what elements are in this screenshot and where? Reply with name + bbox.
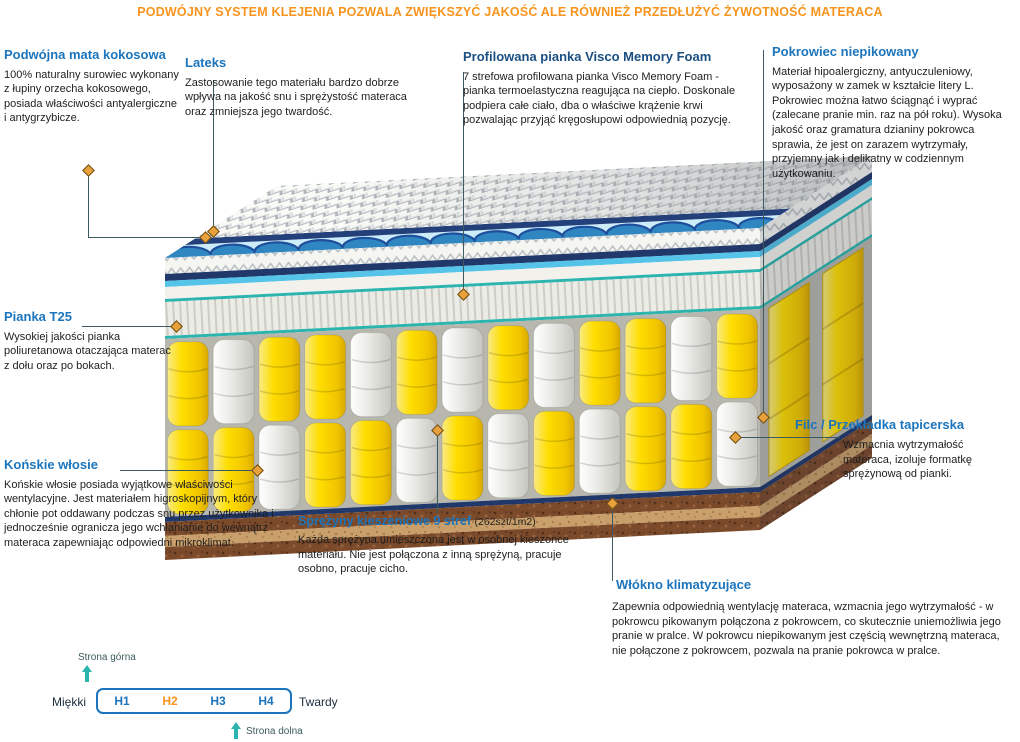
connector-line [612, 503, 613, 581]
annotation-sprezyny: Sprężyny kieszeniowe 9 stref (262szt/1m2… [298, 514, 598, 577]
lateks-title: Lateks [185, 55, 227, 70]
wlokno-title: Włókno klimatyzujące [616, 577, 752, 592]
scale-hard-label: Twardy [299, 695, 338, 709]
filc-title: Filc / Przekładka tapicerska [795, 417, 965, 432]
hardness-h4: H4 [258, 694, 274, 708]
annotation-lateks: Lateks Zastosowanie tego materiału bardz… [185, 55, 423, 119]
hardness-h1: H1 [114, 694, 130, 708]
pianka-t25-body: Wysokiej jakości pianka poliuretanowa ot… [4, 330, 171, 372]
hardness-scale: H1 H2 H3 H4 [96, 688, 292, 714]
hardness-h3: H3 [210, 694, 226, 708]
connector-line [120, 470, 256, 471]
connector-line [88, 170, 89, 237]
connector-line [763, 50, 764, 416]
pianka-t25-title: Pianka T25 [4, 309, 72, 324]
scale-bottom-side-label: Strona dolna [246, 726, 303, 737]
connector-line [88, 237, 206, 238]
diamond-marker-icon [82, 164, 95, 177]
annotation-coco: Podwójna mata kokosowa 100% naturalny su… [4, 47, 179, 126]
pokrowiec-title: Pokrowiec niepikowany [772, 44, 919, 59]
top-surface-layers [165, 156, 873, 258]
annotation-konskie: Końskie włosie Końskie włosie posiada wy… [4, 457, 294, 551]
top-banner: PODWÓJNY SYSTEM KLEJENIA POZWALA ZWIĘKSZ… [137, 5, 883, 19]
annotation-visco: Profilowana pianka Visco Memory Foam 7 s… [463, 49, 748, 128]
coco-title: Podwójna mata kokosowa [4, 47, 166, 62]
mattress-cutaway-graphic [165, 156, 873, 560]
coco-body: 100% naturalny surowiec wykonany z łupin… [4, 68, 179, 125]
hardness-h2: H2 [162, 694, 178, 708]
annotation-wlokno-body: Zapewnia odpowiednią wentylację materaca… [612, 600, 1017, 658]
annotation-filc: Filc / Przekładka tapicerska [795, 417, 1017, 438]
lateks-body: Zastosowanie tego materiału bardzo dobrz… [185, 76, 407, 118]
sprezyny-body: Każda sprężyna umieszczona jest w osobne… [298, 534, 569, 576]
scale-soft-label: Miękki [52, 695, 87, 709]
sprezyny-title-suffix: (262szt/1m2) [474, 516, 536, 528]
pokrowiec-body: Materiał hipoalergiczny, antyuczuleniowy… [772, 65, 1002, 180]
konskie-body: Końskie włosie posiada wyjątkowe właściw… [4, 478, 274, 549]
visco-title: Profilowana pianka Visco Memory Foam [463, 49, 712, 64]
wlokno-body: Zapewnia odpowiednią wentylację materaca… [612, 601, 1001, 657]
mattress-illustration [140, 140, 900, 580]
connector-line [437, 430, 438, 514]
right-face-layers [760, 156, 872, 530]
up-arrow-icon [82, 665, 92, 682]
connector-line [82, 326, 174, 327]
connector-line [738, 437, 840, 438]
connector-line [213, 80, 214, 232]
annotation-wlokno-title: Włókno klimatyzujące [616, 577, 916, 598]
filc-body: Wzmacnia wytrzymałość materaca, izoluje … [843, 439, 972, 481]
annotation-filc-body: Wzmacnia wytrzymałość materaca, izoluje … [843, 438, 1015, 482]
scale-top-side-label: Strona górna [78, 652, 136, 663]
up-arrow-icon [231, 722, 241, 739]
springs-layer [167, 313, 759, 515]
sprezyny-title: Sprężyny kieszeniowe 9 stref (262szt/1m2… [298, 514, 598, 528]
annotation-pokrowiec: Pokrowiec niepikowany Materiał hipoalerg… [772, 44, 1017, 181]
visco-body: 7 strefowa profilowana pianka Visco Memo… [463, 70, 736, 127]
konskie-title: Końskie włosie [4, 457, 98, 472]
sprezyny-title-text: Sprężyny kieszeniowe 9 stref [298, 514, 471, 528]
connector-line [463, 72, 464, 294]
annotation-pianka-t25: Pianka T25 Wysokiej jakości pianka poliu… [4, 309, 174, 373]
